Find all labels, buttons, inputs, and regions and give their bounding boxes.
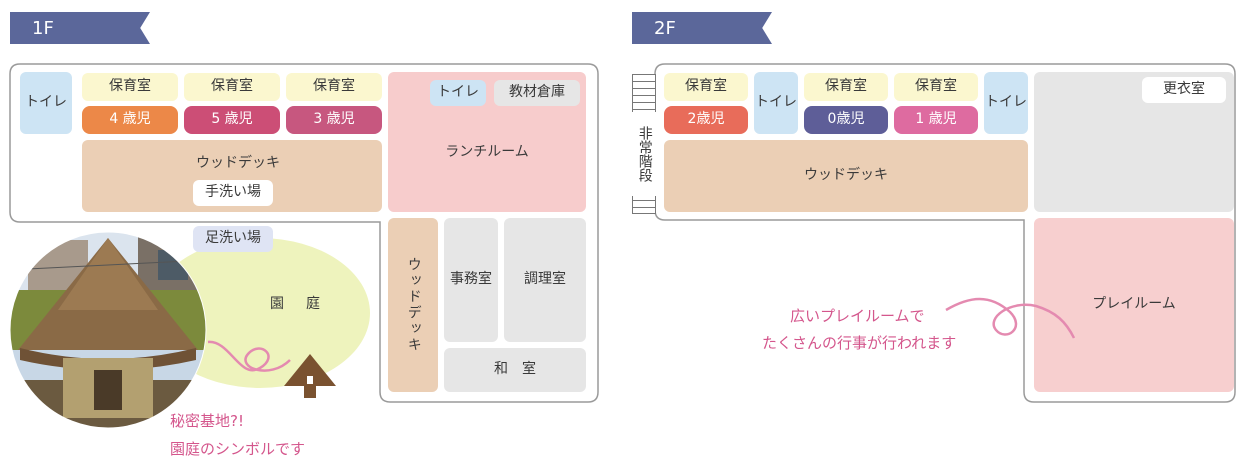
age-2-badge: 2歳児: [664, 106, 748, 134]
kitchen-room: 調理室: [504, 218, 586, 342]
age-1-badge: 1 歳児: [894, 106, 978, 134]
nursery-1-label: 保育室: [894, 73, 978, 101]
nursery-5-label: 保育室: [184, 73, 280, 101]
floor2-decorative-curve: [945, 297, 1076, 339]
age-5-badge: 5 歳児: [184, 106, 280, 134]
nursery-0-label: 保育室: [804, 73, 888, 101]
nursery-4-label: 保育室: [82, 73, 178, 101]
floor2-caption-line1: 広いプレイルームで: [790, 307, 925, 325]
garden-label: 園 庭: [270, 296, 324, 312]
lunch-toilet: トイレ: [430, 80, 486, 106]
emergency-stairs-label: 非常階段: [632, 112, 656, 196]
floor1-wood-deck-label: ウッドデッキ: [196, 155, 280, 171]
thatched-hut-photo: [9, 231, 207, 429]
office-room: 事務室: [444, 218, 498, 342]
age-4-badge: 4 歳児: [82, 106, 178, 134]
changing-room: 更衣室: [1142, 77, 1226, 103]
floor1-wood-deck-vertical: ウッドデッキ: [388, 218, 438, 392]
floor1-tab: 1F: [10, 12, 150, 44]
floor1-caption-line1: 秘密基地?!: [170, 412, 244, 430]
age-0-badge: 0歳児: [804, 106, 888, 134]
nursery-2-label: 保育室: [664, 73, 748, 101]
play-room: プレイルーム: [1034, 218, 1234, 392]
footwash-area: 足洗い場: [193, 226, 273, 252]
decorative-curve: [207, 340, 291, 372]
floor2-toilet-b: トイレ: [984, 72, 1028, 134]
floor2-toilet-a: トイレ: [754, 72, 798, 134]
age-3-badge: 3 歳児: [286, 106, 382, 134]
floor1-toilet: トイレ: [20, 72, 72, 134]
floor1-caption-line2: 園庭のシンボルです: [170, 440, 306, 458]
japanese-room: 和 室: [444, 348, 586, 392]
floor2-wood-deck: ウッドデッキ: [664, 140, 1028, 212]
storage-room: 教材倉庫: [494, 80, 580, 106]
nursery-3-label: 保育室: [286, 73, 382, 101]
floor2-tab: 2F: [632, 12, 772, 44]
floor2-caption-line2: たくさんの行事が行われます: [762, 334, 957, 352]
handwash-area: 手洗い場: [193, 180, 273, 206]
hut-icon: [284, 354, 336, 398]
